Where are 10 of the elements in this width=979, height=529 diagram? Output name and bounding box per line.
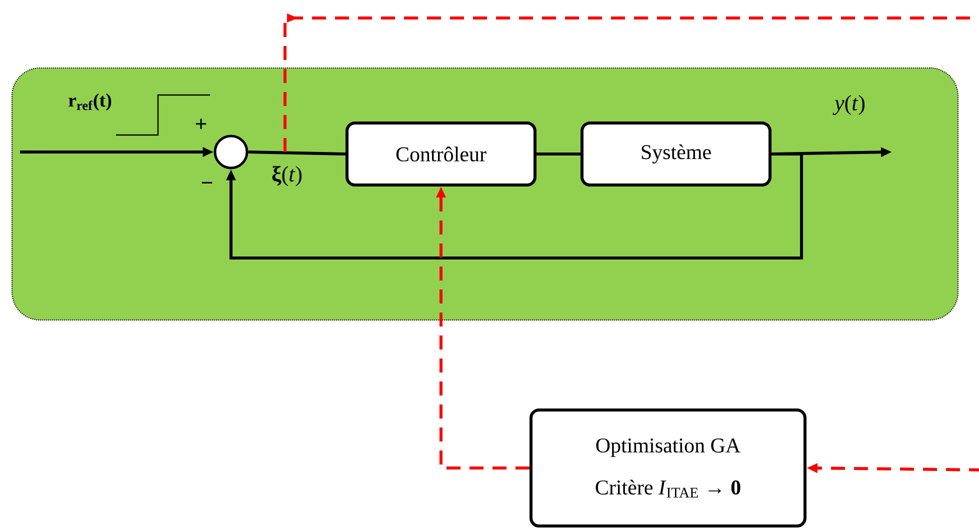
signal-label: ξ(t) [272, 166, 302, 186]
process-box: Système [580, 122, 772, 186]
signal-label: y(t) [832, 94, 865, 115]
signal-label: r$_{ref}$(t) [68, 93, 112, 111]
arrow [226, 152, 803, 260]
arrow [284, 14, 979, 474]
sign-label: + [196, 118, 206, 130]
process-box: Optimisation GA Critère I$_{ITAE}$ → 0 [530, 408, 806, 528]
process-box: Contrôleur [346, 122, 536, 186]
sign-label: − [202, 182, 212, 184]
